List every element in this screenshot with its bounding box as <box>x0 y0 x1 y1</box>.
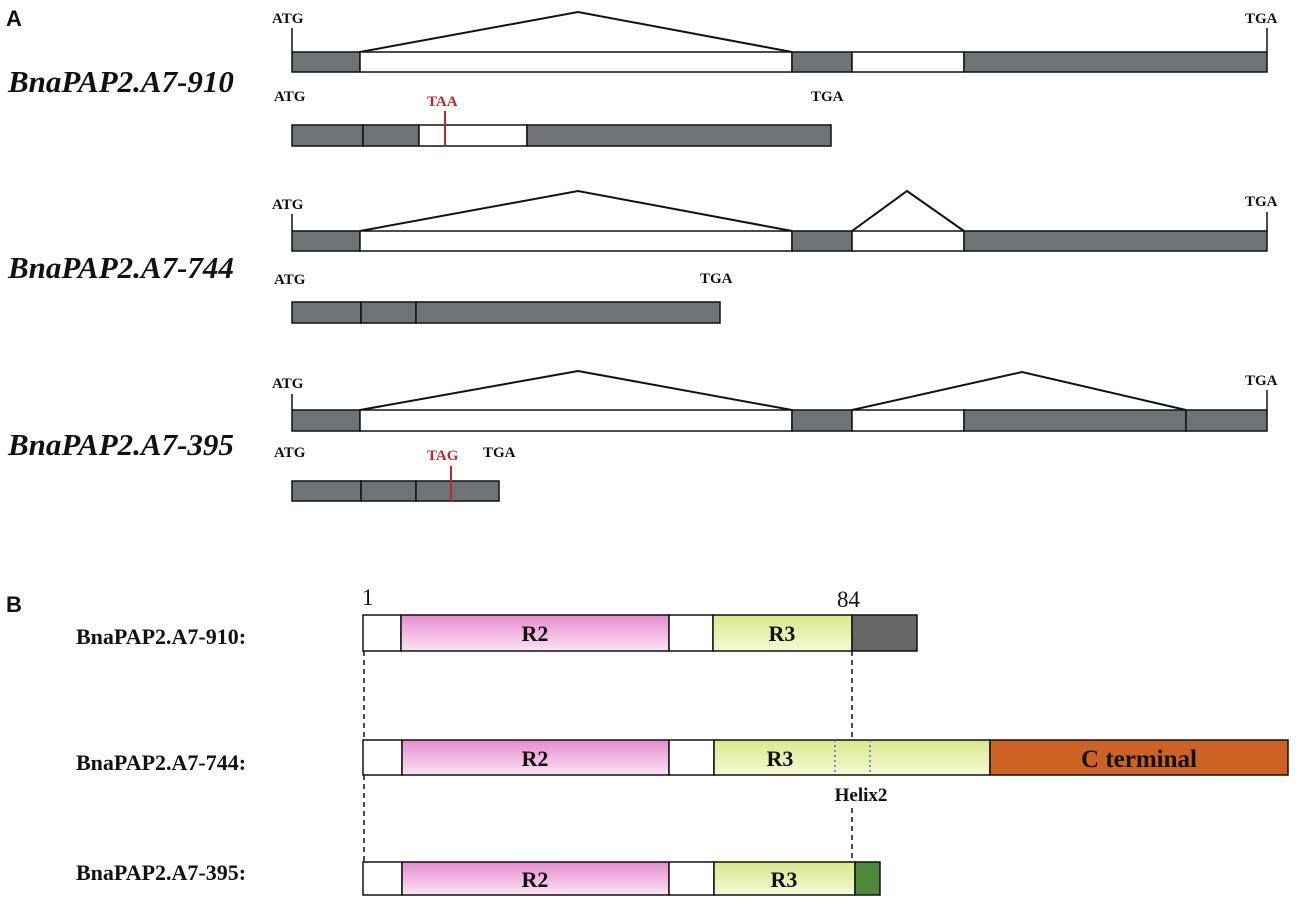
helix2-label: Helix2 <box>835 785 888 806</box>
exon-block <box>291 301 362 324</box>
transcript-395: ATG TAG TGA <box>274 445 516 502</box>
atg-label: ATG <box>272 376 304 392</box>
tag-stop-label: TAG <box>427 448 459 464</box>
protein-segment <box>668 739 715 776</box>
exon-block <box>791 51 853 73</box>
r3-label: R3 <box>769 621 796 646</box>
retained-intron-block <box>418 124 528 147</box>
protein-744-domains: R2 R3 C terminal Helix2 <box>362 739 1289 806</box>
splice-line <box>359 10 793 53</box>
protein-395-domains: R2 R3 <box>362 861 881 896</box>
intron-block <box>359 230 793 252</box>
tga-label: TGA <box>700 271 733 287</box>
tga-label: TGA <box>483 445 516 461</box>
r3-domain <box>713 861 856 896</box>
exon-block <box>963 230 1268 252</box>
intron-block <box>851 409 965 432</box>
panel-a-label: A <box>6 6 22 31</box>
atg-label: ATG <box>274 89 306 105</box>
atg-label: ATG <box>272 11 304 27</box>
c-terminal-label: C terminal <box>1081 746 1197 773</box>
tga-label: TGA <box>1245 194 1278 210</box>
tga-label: TGA <box>811 89 844 105</box>
r2-label: R2 <box>522 621 549 646</box>
tga-label: TGA <box>1245 373 1278 389</box>
protein-segment <box>362 614 402 652</box>
taa-stop-label: TAA <box>427 94 458 110</box>
gene-name-744: BnaPAP2.A7-744 <box>7 250 234 285</box>
exon-block <box>415 301 721 324</box>
exon-block <box>791 230 853 252</box>
intron-block <box>851 51 965 73</box>
intron-block <box>359 51 793 73</box>
splice-line <box>851 370 1187 411</box>
protein-segment <box>362 861 403 896</box>
exon-block <box>360 301 417 324</box>
splice-line <box>359 189 793 232</box>
gene-name-395: BnaPAP2.A7-395 <box>7 427 234 462</box>
intron-block <box>851 230 965 252</box>
intron-block <box>359 409 793 432</box>
exon-block <box>291 51 361 73</box>
protein-segment <box>362 739 403 776</box>
protein-segment <box>668 861 715 896</box>
exon-block <box>526 124 832 147</box>
protein-name-395: BnaPAP2.A7-395: <box>76 860 246 885</box>
protein-segment <box>668 614 714 652</box>
tga-label: TGA <box>1245 11 1278 27</box>
exon-block <box>963 51 1268 73</box>
exon-block <box>1185 409 1268 432</box>
r2-label: R2 <box>522 867 549 892</box>
exon-block <box>291 480 362 502</box>
splice-line <box>851 189 965 232</box>
position-84-label: 84 <box>837 587 861 612</box>
atg-label: ATG <box>274 272 306 288</box>
extension-segment <box>854 861 881 896</box>
transcript-910: ATG TAA TGA <box>274 89 844 147</box>
r2-domain <box>401 739 670 776</box>
protein-name-910: BnaPAP2.A7-910: <box>76 624 246 649</box>
position-1-label: 1 <box>362 585 374 610</box>
exon-block <box>291 124 364 147</box>
exon-block <box>291 409 361 432</box>
extension-segment <box>851 614 918 652</box>
exon-block <box>362 124 420 147</box>
r2-domain <box>401 861 670 896</box>
r3-domain <box>713 739 991 776</box>
transcript-744: ATG TGA <box>274 271 733 324</box>
r2-label: R2 <box>522 746 549 771</box>
r3-label: R3 <box>771 867 798 892</box>
gene-name-910: BnaPAP2.A7-910 <box>7 64 234 99</box>
r3-label: R3 <box>767 746 794 771</box>
exon-block <box>360 480 417 502</box>
exon-block <box>415 480 500 502</box>
protein-910-domains: R2 R3 <box>362 614 918 652</box>
exon-block <box>963 409 1187 432</box>
atg-label: ATG <box>272 197 304 213</box>
c-terminal-domain <box>989 739 1289 776</box>
gene-395-structure: ATG TGA <box>272 369 1278 432</box>
gene-744-structure: ATG TGA <box>272 189 1278 252</box>
exon-block <box>791 409 853 432</box>
atg-label: ATG <box>274 445 306 461</box>
protein-name-744: BnaPAP2.A7-744: <box>76 750 246 775</box>
splice-line <box>359 369 793 411</box>
gene-910-structure: ATG TGA <box>272 10 1278 73</box>
exon-block <box>291 230 361 252</box>
r3-domain <box>712 614 853 652</box>
panel-b-label: B <box>6 592 22 617</box>
